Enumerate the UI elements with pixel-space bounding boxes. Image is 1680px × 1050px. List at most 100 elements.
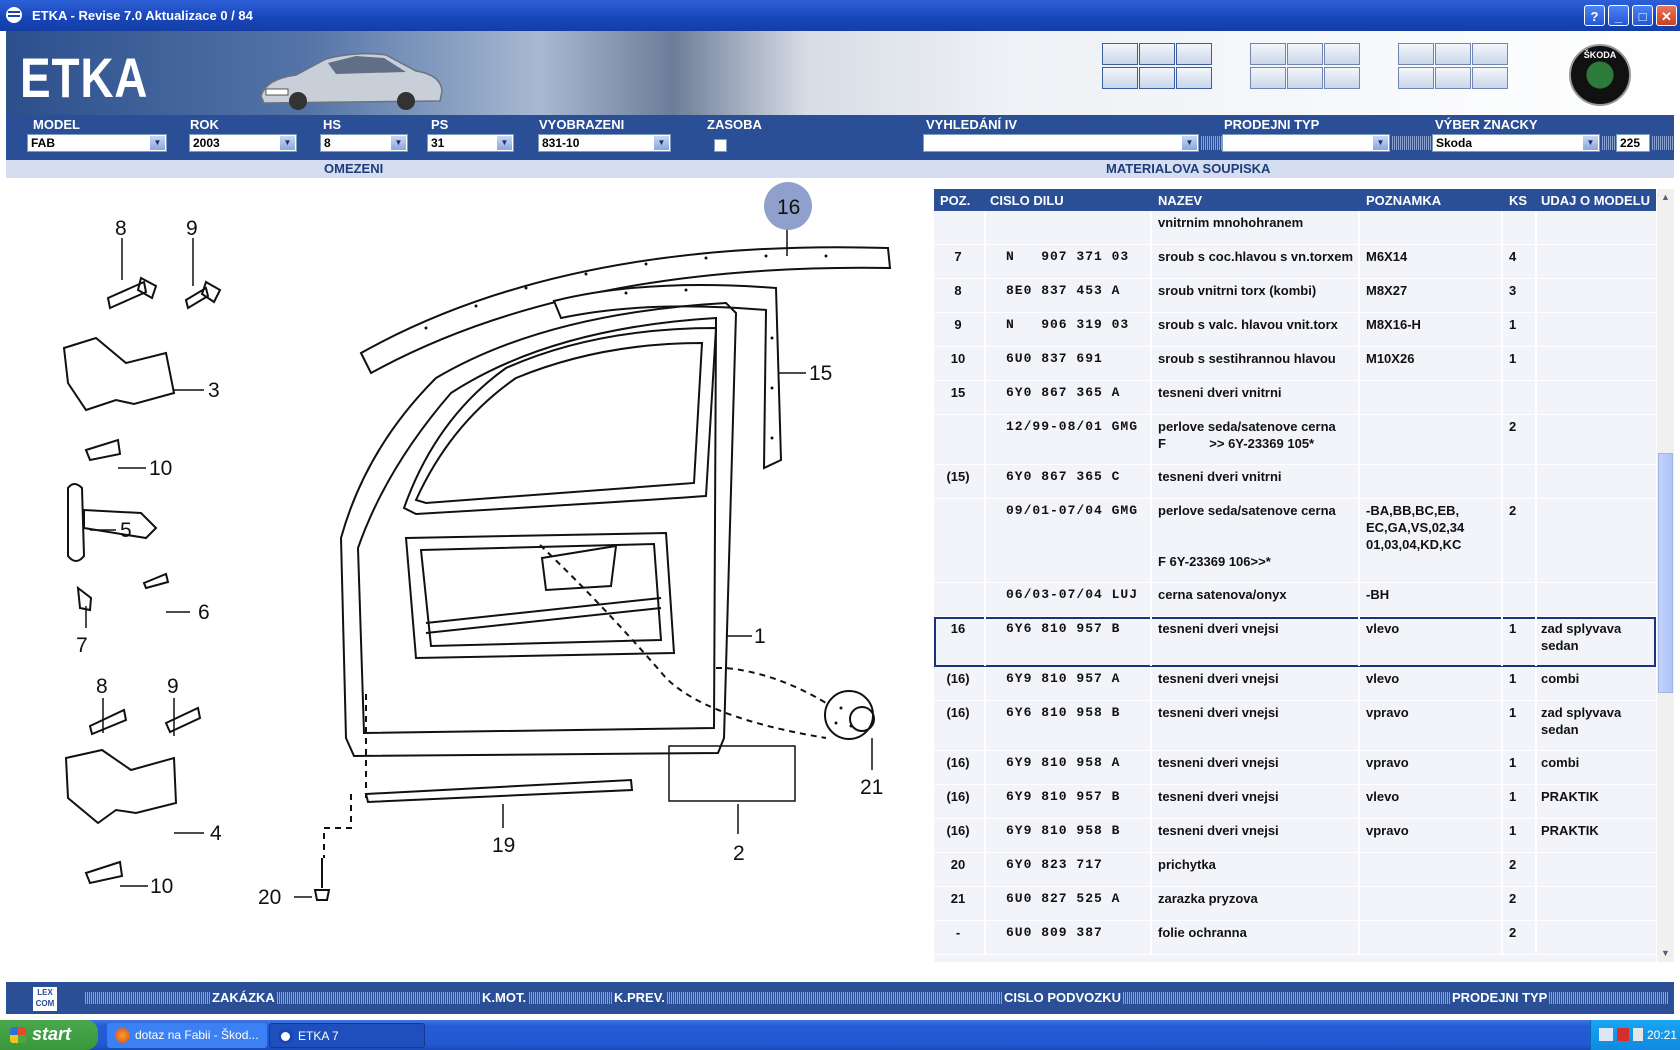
znacka-select[interactable]: Skoda▼ [1432,134,1600,152]
network-icon[interactable] [1176,67,1212,89]
pencil-icon[interactable] [1139,67,1175,89]
cart-add-icon[interactable] [1324,43,1360,65]
kprev-button[interactable]: K.PREV. [612,990,667,1005]
screen-icon[interactable] [1139,43,1175,65]
chevron-down-icon[interactable]: ▼ [654,136,669,150]
prodejni-typ-button[interactable]: PRODEJNI TYP [1450,990,1550,1005]
handshake-icon[interactable] [1176,43,1212,65]
callout-highlight[interactable] [764,182,812,230]
col-header-nazev[interactable]: NAZEV [1158,193,1203,208]
scroll-down-icon[interactable]: ▼ [1661,948,1670,958]
chevron-down-icon[interactable]: ▼ [1373,136,1388,150]
table-row[interactable]: vnitrnim mnohohranem [934,211,1656,245]
chevron-down-icon[interactable]: ▼ [1182,136,1197,150]
ps-select[interactable]: 31▼ [427,134,514,152]
skip-icon[interactable] [1398,67,1434,89]
pin-icon[interactable] [1398,43,1434,65]
callout-label[interactable]: 10 [150,875,173,898]
zakazka-button[interactable]: ZAKÁZKA [210,990,277,1005]
start-button[interactable]: start [0,1020,98,1050]
kmot-button[interactable]: K.MOT. [480,990,529,1005]
minimize-button[interactable]: _ [1608,5,1629,26]
rok-select[interactable]: 2003▼ [189,134,297,152]
print-icon[interactable] [1102,43,1138,65]
computer-icon[interactable] [1250,67,1286,89]
callout-label[interactable]: 5 [120,519,132,542]
list-icon[interactable] [1102,67,1138,89]
app-icon[interactable] [6,7,22,23]
first-icon[interactable] [1435,67,1471,89]
callout-label[interactable]: 3 [208,379,220,402]
callout-label[interactable]: 8 [96,675,108,698]
back-arrow-icon[interactable] [1472,67,1508,89]
model-select[interactable]: FAB▼ [27,134,167,152]
callout-label[interactable]: 7 [76,634,88,657]
callout-label[interactable]: 8 [115,217,127,240]
task-firefox[interactable]: dotaz na Fabii - Škod... [107,1023,267,1048]
scroll-thumb[interactable] [1658,453,1673,693]
callout-label[interactable]: 1 [754,625,766,648]
chevron-down-icon[interactable]: ▼ [280,136,295,150]
col-header-cislo-dilu[interactable]: CISLO DILU [990,193,1064,208]
help-button[interactable]: ? [1584,5,1605,26]
cart-icon[interactable] [1324,67,1360,89]
callout-label[interactable]: 2 [733,842,745,865]
chevron-down-icon[interactable]: ▼ [391,136,406,150]
callout-label[interactable]: 9 [167,675,179,698]
vyobrazeni-select[interactable]: 831-10▼ [538,134,671,152]
task-etka[interactable]: ETKA 7 [269,1023,425,1048]
callout-label[interactable]: 4 [210,822,222,845]
clock[interactable]: 20:21 [1647,1028,1678,1042]
callout-label[interactable]: 20 [258,886,281,909]
depot-icon[interactable] [1287,43,1323,65]
scroll-up-icon[interactable]: ▲ [1661,192,1670,202]
chevron-down-icon[interactable]: ▼ [150,136,165,150]
callout-label[interactable]: 21 [860,776,883,799]
maximize-button[interactable]: □ [1632,5,1653,26]
col-header-poz[interactable]: POZ. [940,193,971,208]
omezeni-title[interactable]: OMEZENI [324,161,384,176]
cislo-podvozku-button[interactable]: CISLO PODVOZKU [1002,990,1124,1005]
close-button[interactable]: ✕ [1656,5,1677,26]
network-icon[interactable] [1599,1028,1613,1041]
car-service-icon[interactable] [1287,67,1323,89]
volume-icon[interactable] [1633,1028,1643,1041]
callout-label[interactable]: 6 [198,601,210,624]
chevron-down-icon[interactable]: ▼ [1583,136,1598,150]
zasoba-checkbox[interactable] [714,139,727,152]
antivirus-icon[interactable] [1617,1028,1629,1041]
table-scrollbar[interactable]: ▲ ▼ [1657,189,1674,962]
page-forward-icon[interactable] [1472,43,1508,65]
col-header-udaj[interactable]: UDAJ O MODELU [1541,193,1651,208]
col-header-poznamka[interactable]: POZNAMKA [1366,193,1442,208]
callout-label[interactable]: 15 [809,362,832,385]
hs-select[interactable]: 8▼ [320,134,408,152]
callout-label[interactable]: 9 [186,217,198,240]
vyhledani-select[interactable]: ▼ [923,134,1199,152]
prodejni-typ-select[interactable]: ▼ [1222,134,1390,152]
callout-label[interactable]: 16 [777,196,800,219]
chevron-down-icon[interactable]: ▼ [497,136,512,150]
callout-label[interactable]: 10 [149,457,172,480]
page-back-icon[interactable] [1435,43,1471,65]
col-header-ks[interactable]: KS [1509,193,1528,208]
elsa-icon[interactable] [1250,43,1286,65]
callout-label[interactable]: 19 [492,834,515,857]
